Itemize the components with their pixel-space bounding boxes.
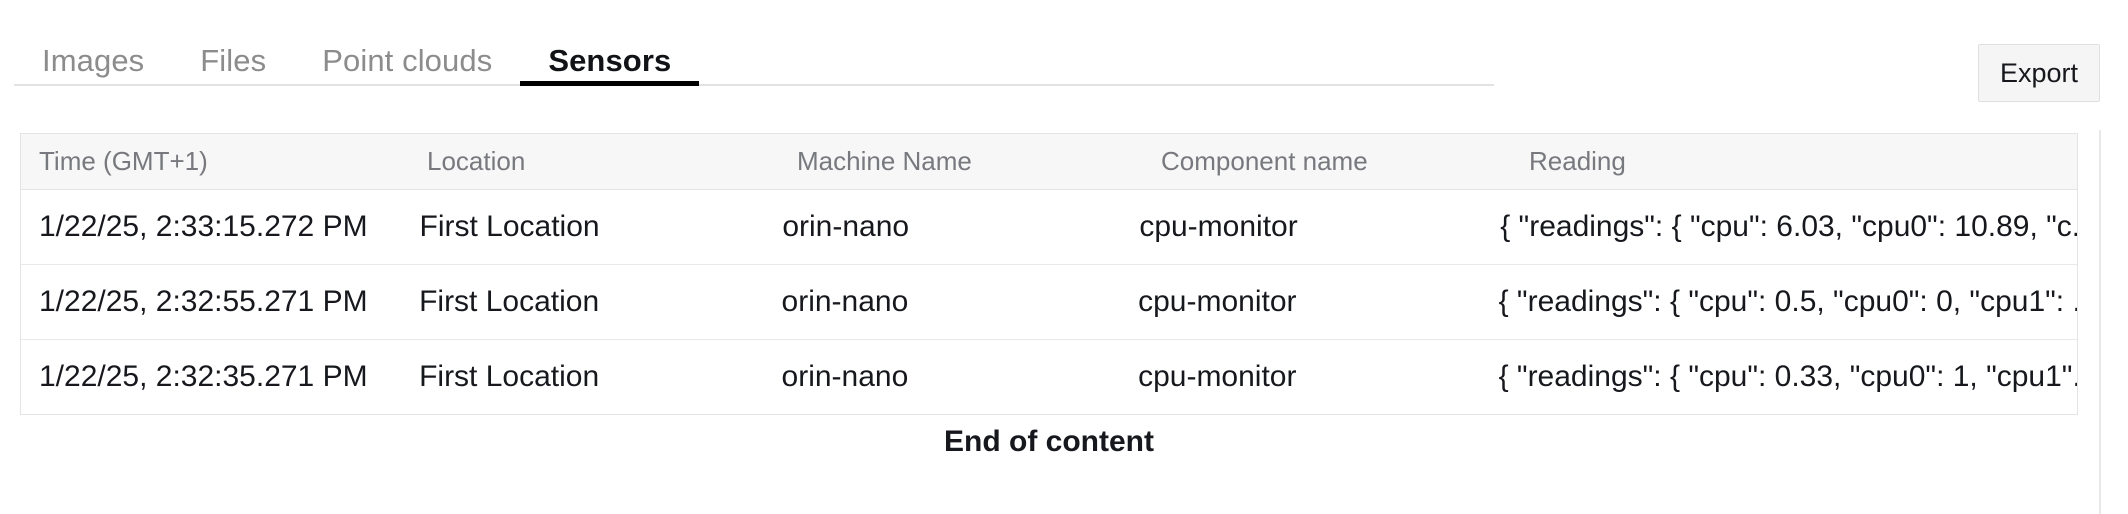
end-of-content-label: End of content — [944, 425, 1154, 458]
cell-time: 1/22/25, 2:32:55.271 PM — [39, 285, 368, 318]
tab-sensors[interactable]: Sensors — [548, 43, 672, 78]
cell-reading: { "readings": { "cpu": 0.33, "cpu0": 1, … — [1498, 360, 2077, 393]
tab-files[interactable]: Files — [200, 43, 267, 78]
column-header-location[interactable]: Location — [427, 146, 526, 176]
sensors-table: Time (GMT+1) Location Machine Name Compo… — [20, 133, 2078, 415]
tab-list: Images Files Point clouds Sensors — [14, 18, 699, 98]
cell-machine-name: orin-nano — [781, 360, 909, 393]
export-button[interactable]: Export — [1978, 44, 2100, 102]
column-header-machine-name[interactable]: Machine Name — [797, 146, 972, 176]
table-row[interactable]: 1/22/25, 2:33:15.272 PM First Location o… — [21, 190, 2077, 265]
cell-reading: { "readings": { "cpu": 6.03, "cpu0": 10.… — [1500, 210, 2078, 243]
tab-bar-divider — [14, 84, 1494, 86]
vertical-scrollbar[interactable] — [2099, 130, 2101, 514]
tab-bar: Images Files Point clouds Sensors — [0, 0, 2128, 102]
table-header-row: Time (GMT+1) Location Machine Name Compo… — [21, 134, 2077, 190]
scrollbar-gutter — [2078, 130, 2099, 514]
table-row[interactable]: 1/22/25, 2:32:55.271 PM First Location o… — [21, 265, 2077, 340]
cell-component-name: cpu-monitor — [1138, 360, 1297, 393]
cell-component-name: cpu-monitor — [1138, 285, 1297, 318]
table-row[interactable]: 1/22/25, 2:32:35.271 PM First Location o… — [21, 340, 2077, 415]
column-header-time[interactable]: Time (GMT+1) — [39, 146, 208, 176]
cell-component-name: cpu-monitor — [1139, 210, 1298, 243]
cell-time: 1/22/25, 2:32:35.271 PM — [39, 360, 368, 393]
tab-images[interactable]: Images — [42, 43, 145, 78]
cell-time: 1/22/25, 2:33:15.272 PM — [39, 210, 368, 243]
tab-point-clouds[interactable]: Point clouds — [322, 43, 493, 78]
cell-location: First Location — [419, 285, 600, 318]
cell-machine-name: orin-nano — [781, 285, 909, 318]
cell-location: First Location — [419, 360, 600, 393]
cell-reading: { "readings": { "cpu": 0.5, "cpu0": 0, "… — [1498, 285, 2077, 318]
column-header-reading[interactable]: Reading — [1529, 146, 1626, 176]
column-header-component-name[interactable]: Component name — [1161, 146, 1368, 176]
cell-machine-name: orin-nano — [782, 210, 910, 243]
cell-location: First Location — [419, 210, 600, 243]
active-tab-indicator — [520, 81, 700, 86]
